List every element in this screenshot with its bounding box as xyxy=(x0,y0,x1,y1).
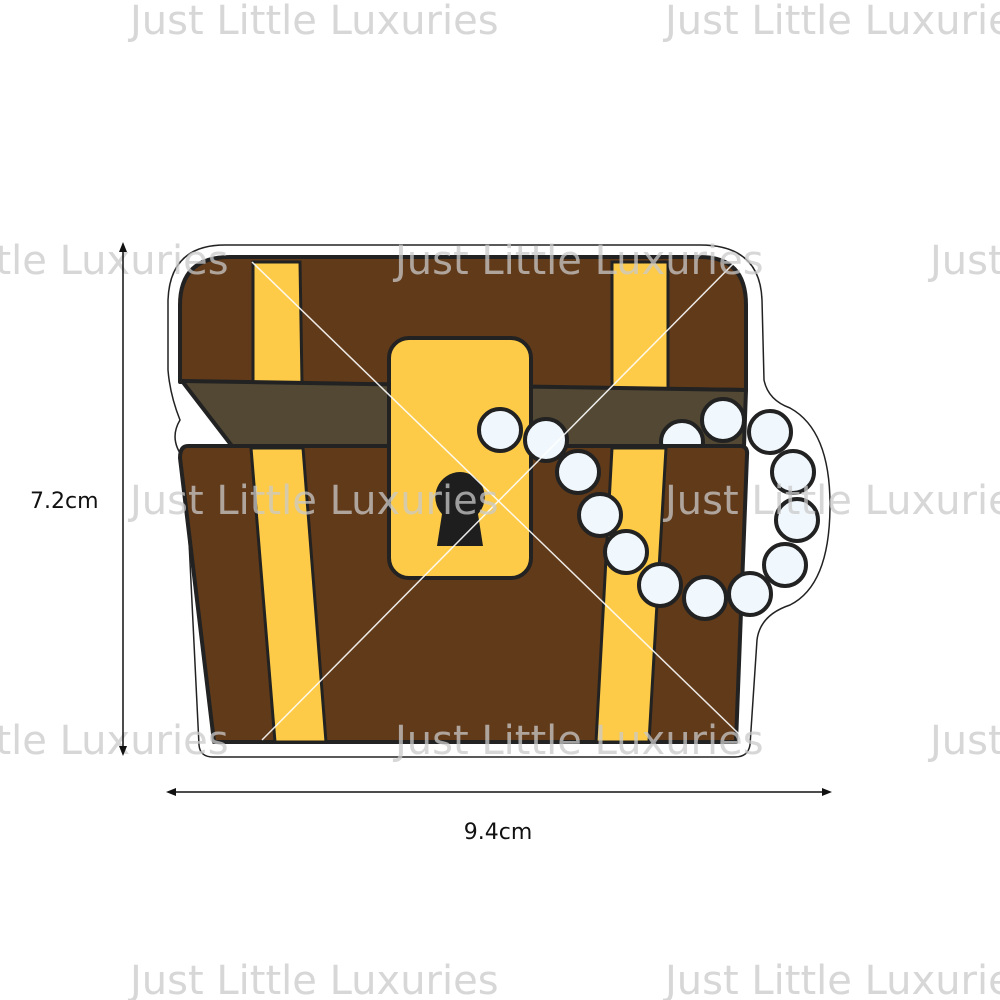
height-label: 7.2cm xyxy=(30,489,99,514)
watermark-text: Just Little Luxuries xyxy=(927,238,1000,284)
watermark-cross-line xyxy=(261,261,736,741)
watermark-text: Just Little Luxuries xyxy=(662,0,1000,44)
pearl xyxy=(774,497,820,543)
pearl xyxy=(770,449,816,495)
pearl xyxy=(603,529,649,575)
lid-strap-left xyxy=(251,260,304,385)
watermark-text: Just Little Luxuries xyxy=(0,718,229,764)
pearl xyxy=(747,409,793,455)
watermark-text: Just Little Luxuries xyxy=(662,478,1000,524)
watermark-text: Just Little Luxuries xyxy=(127,0,499,44)
arrow-down-icon xyxy=(119,746,127,756)
watermark-text: Just Little Luxuries xyxy=(662,958,1000,1000)
pearl xyxy=(637,562,683,608)
arrow-up-icon xyxy=(119,242,127,252)
arrow-left-icon xyxy=(166,788,176,796)
pearl xyxy=(682,575,728,621)
arrow-right-icon xyxy=(822,788,832,796)
pearl xyxy=(523,417,569,463)
watermark-text: Just Little Luxuries xyxy=(0,238,229,284)
pearl xyxy=(727,571,773,617)
pearl xyxy=(555,449,601,495)
watermark-text: Just Little Luxuries xyxy=(927,718,1000,764)
chest-lid xyxy=(178,255,748,392)
watermark-text: Just Little Luxuries xyxy=(392,718,764,764)
watermark-text: Just Little Luxuries xyxy=(127,478,499,524)
watermark-text: Just Little Luxuries xyxy=(127,958,499,1000)
pearl xyxy=(700,397,746,443)
pearl xyxy=(762,542,808,588)
watermark-cross-line xyxy=(251,261,741,736)
pearl xyxy=(577,492,623,538)
pearl xyxy=(477,407,523,453)
width-label: 9.4cm xyxy=(464,820,533,845)
watermark-text: Just Little Luxuries xyxy=(392,238,764,284)
chest-lock xyxy=(387,336,533,580)
body-strap-left xyxy=(249,446,328,744)
